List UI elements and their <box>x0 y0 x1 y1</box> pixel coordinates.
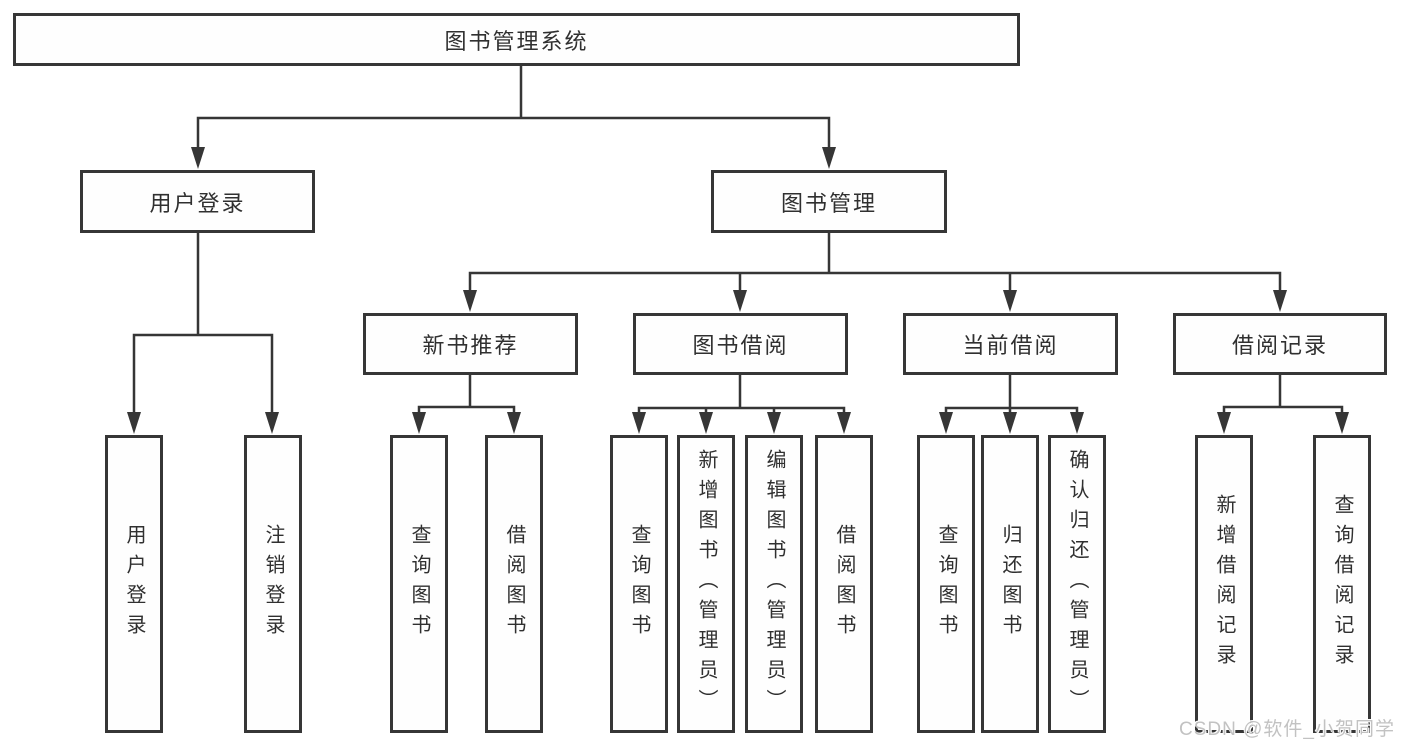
node-root-label: 图书管理系统 <box>444 28 589 54</box>
leaf-query-books-current: 查询图书 <box>917 435 975 733</box>
arrow-down-icon <box>767 412 781 434</box>
node-new-book-recommend-label: 新书推荐 <box>422 333 519 358</box>
leaf-user-login: 用户登录 <box>105 435 163 733</box>
arrow-down-icon <box>412 412 426 434</box>
leaf-confirm-return-admin-label: 确认归还（管理员） <box>1066 449 1088 719</box>
leaf-user-login-label: 用户登录 <box>123 524 145 644</box>
leaf-query-books-current-label: 查询图书 <box>935 524 957 644</box>
leaf-edit-book-admin: 编辑图书（管理员） <box>745 435 803 733</box>
arrow-down-icon <box>507 412 521 434</box>
connector-book-management <box>468 231 1282 297</box>
leaf-return-book: 归还图书 <box>981 435 1039 733</box>
leaf-logout: 注销登录 <box>244 435 302 733</box>
node-current-borrow: 当前借阅 <box>903 313 1118 375</box>
node-user-login-label: 用户登录 <box>149 190 246 216</box>
arrow-down-icon <box>1070 412 1084 434</box>
connector-user-login <box>132 231 274 419</box>
arrow-down-icon <box>733 290 747 312</box>
arrow-down-icon <box>127 412 141 434</box>
arrow-down-icon <box>265 412 279 434</box>
connector-borrow-records <box>1222 373 1344 419</box>
leaf-borrow-books: 借阅图书 <box>815 435 873 733</box>
node-book-borrow: 图书借阅 <box>633 313 848 375</box>
leaf-borrow-books-recommend: 借阅图书 <box>485 435 543 733</box>
connector-book-borrow <box>637 373 846 419</box>
leaf-add-book-admin: 新增图书（管理员） <box>677 435 735 733</box>
arrow-down-icon <box>463 290 477 312</box>
leaf-query-books-borrow: 查询图书 <box>610 435 668 733</box>
connector-root-to-level2 <box>196 64 831 154</box>
node-borrow-records-label: 借阅记录 <box>1231 333 1328 358</box>
arrow-down-icon <box>1217 412 1231 434</box>
connector-current-borrow <box>944 373 1079 419</box>
leaf-edit-book-admin-label: 编辑图书（管理员） <box>763 449 785 719</box>
node-user-login: 用户登录 <box>80 170 315 233</box>
arrowheads <box>127 147 1349 434</box>
node-borrow-records: 借阅记录 <box>1173 313 1387 375</box>
node-book-management-label: 图书管理 <box>780 190 877 216</box>
arrow-down-icon <box>1003 412 1017 434</box>
arrow-down-icon <box>191 147 205 169</box>
node-current-borrow-label: 当前借阅 <box>962 333 1059 358</box>
leaf-confirm-return-admin: 确认归还（管理员） <box>1048 435 1106 733</box>
arrow-down-icon <box>939 412 953 434</box>
leaf-add-book-admin-label: 新增图书（管理员） <box>695 449 717 719</box>
node-book-borrow-label: 图书借阅 <box>692 333 789 358</box>
node-root: 图书管理系统 <box>13 13 1020 66</box>
leaf-logout-label: 注销登录 <box>262 524 284 644</box>
arrow-down-icon <box>822 147 836 169</box>
node-book-management: 图书管理 <box>711 170 947 233</box>
leaf-return-book-label: 归还图书 <box>999 524 1021 644</box>
connector-new-book <box>417 373 516 419</box>
watermark: CSDN @软件_小贺同学 <box>1179 719 1395 740</box>
leaf-query-books-recommend: 查询图书 <box>390 435 448 733</box>
arrow-down-icon <box>837 412 851 434</box>
leaf-add-borrow-record-label: 新增借阅记录 <box>1213 494 1235 674</box>
leaf-query-borrow-record-label: 查询借阅记录 <box>1331 494 1353 674</box>
node-new-book-recommend: 新书推荐 <box>363 313 578 375</box>
leaf-query-books-recommend-label: 查询图书 <box>408 524 430 644</box>
arrow-down-icon <box>699 412 713 434</box>
arrow-down-icon <box>1273 290 1287 312</box>
leaf-borrow-books-recommend-label: 借阅图书 <box>503 524 525 644</box>
arrow-down-icon <box>1003 290 1017 312</box>
leaf-borrow-books-label: 借阅图书 <box>833 524 855 644</box>
leaf-query-books-borrow-label: 查询图书 <box>628 524 650 644</box>
arrow-down-icon <box>1335 412 1349 434</box>
leaf-add-borrow-record: 新增借阅记录 <box>1195 435 1253 733</box>
leaf-query-borrow-record: 查询借阅记录 <box>1313 435 1371 733</box>
arrow-down-icon <box>632 412 646 434</box>
